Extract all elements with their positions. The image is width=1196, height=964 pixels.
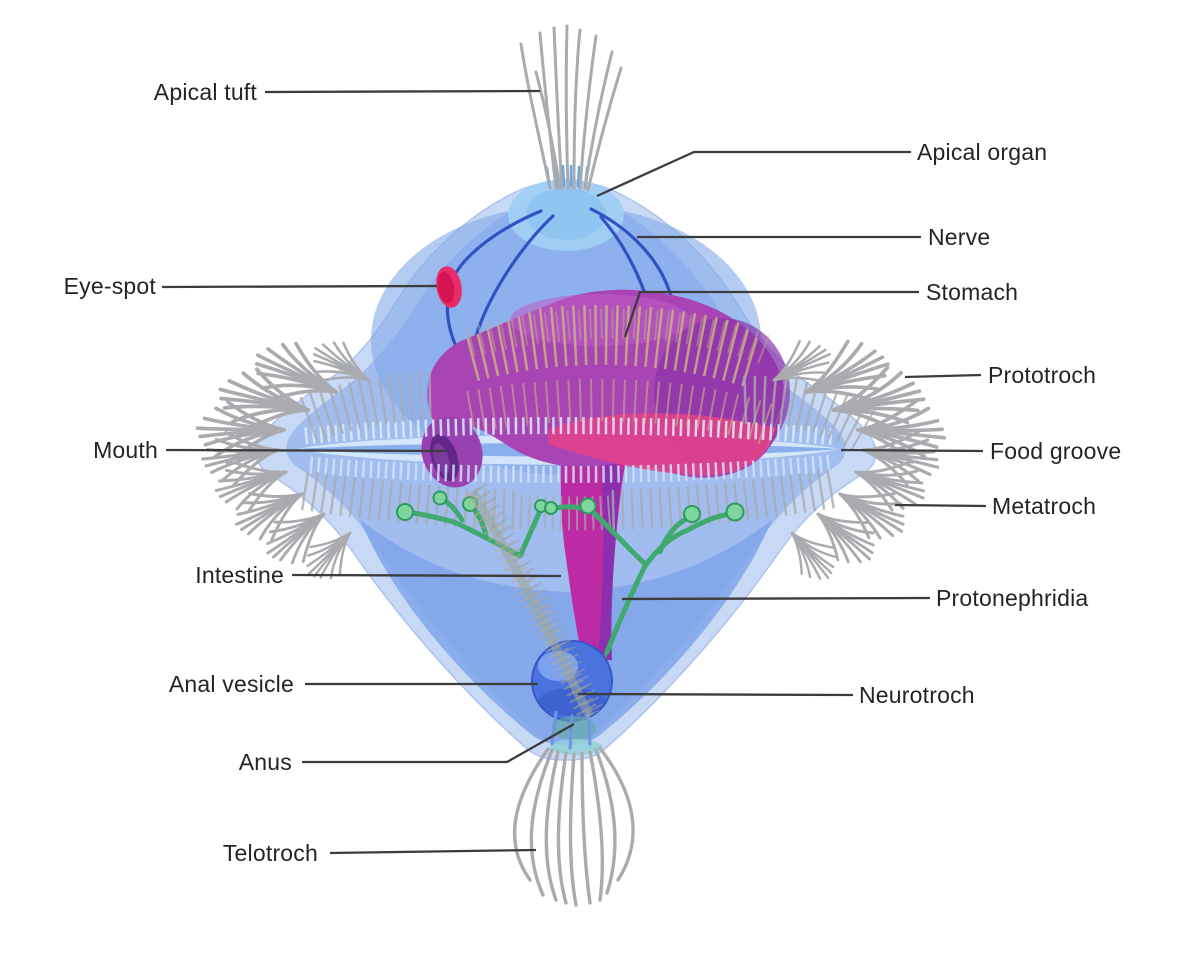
label-neurotroch: Neurotroch: [859, 682, 975, 708]
leader-apical-tuft: [264, 89, 541, 94]
label-mouth: Mouth: [93, 437, 158, 463]
leader-stomach: [623, 290, 919, 338]
leader-metatroch: [894, 503, 987, 508]
protonephridia: [396, 490, 745, 698]
stomach-cilia-overflow: [466, 308, 771, 364]
leader-telotroch: [329, 848, 537, 855]
label-anus: Anus: [238, 749, 292, 775]
prototroch-cilia: [194, 328, 948, 492]
label-protonephridia: Protonephridia: [936, 585, 1089, 611]
apical-tuft-cilia: [519, 24, 623, 192]
label-eye-spot: Eye-spot: [63, 273, 156, 299]
stomach-cilia: [462, 304, 782, 447]
label-intestine: Intestine: [195, 562, 284, 588]
label-apical-organ: Apical organ: [917, 139, 1048, 165]
prototroch-mid-left: [299, 372, 437, 443]
leader-prototroch: [904, 373, 982, 379]
label-apical-tuft: Apical tuft: [153, 79, 257, 105]
food-groove-fringe: [304, 417, 836, 484]
leader-protonephridia: [621, 596, 931, 601]
leader-apical-organ: [596, 150, 911, 198]
label-nerve: Nerve: [928, 224, 991, 250]
telotroch-cilia: [512, 746, 635, 907]
label-stomach: Stomach: [926, 279, 1019, 305]
leader-intestine: [291, 573, 562, 578]
leader-lines: [161, 89, 987, 855]
leader-mouth: [165, 448, 447, 453]
leader-food-groove: [840, 448, 984, 453]
protonephridium-right: [544, 497, 745, 698]
label-anal-vesicle: Anal vesicle: [168, 671, 294, 697]
label-food-groove: Food groove: [990, 438, 1122, 464]
label-prototroch: Prototroch: [988, 362, 1097, 388]
label-telotroch: Telotroch: [222, 840, 318, 866]
apical-organ-dome-inner: [526, 188, 606, 240]
leader-neurotroch: [577, 692, 854, 697]
leader-eye-spot: [161, 284, 438, 289]
label-metatroch: Metatroch: [992, 493, 1097, 519]
leader-anus: [302, 722, 575, 764]
eye-spot: [436, 266, 462, 308]
